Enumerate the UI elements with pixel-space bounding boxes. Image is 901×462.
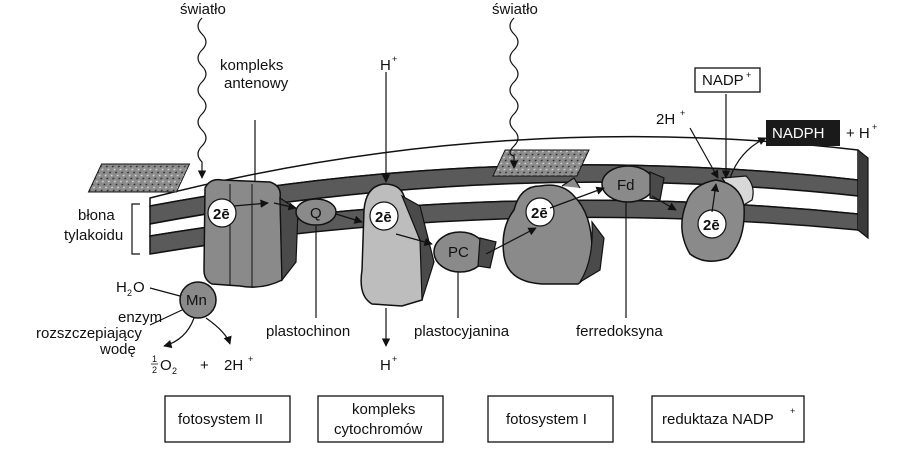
box-nadp-reductase-label: reduktaza NADP [662,411,774,428]
ferredoxin-fd: Fd [601,165,665,203]
proton-top-sup: + [392,54,397,64]
two-h-top-label: 2H [656,111,675,128]
nadph-box [766,120,840,146]
nadph-plus-h-sup: + [872,122,877,132]
nadph-plus-h: + H [846,125,870,142]
nadp-box [694,67,761,93]
cytochrome-complex: 2ē [360,183,435,307]
box-nadp-reductase [651,395,805,443]
plastoquinone-q: Q [295,198,337,226]
nadp-sup: + [746,70,751,80]
ferredoxin-label: ferredoksyna [576,323,663,340]
box-cytochrome-label-2: cytochromów [334,421,423,438]
nadp-reductase-complex: 2ē [681,175,754,262]
pc-label: PC [448,244,469,261]
arrows [131,72,767,349]
two-e-label-cyt: 2ē [375,209,392,226]
water-h-label: H [116,279,127,296]
box-photosystem-2-label: fotosystem II [178,411,263,428]
light-label-right: światło [492,1,538,18]
two-e-label-ps1: 2ē [531,205,548,222]
fd-label: Fd [617,177,635,194]
oxygen-label: O [160,357,172,374]
q-label: Q [310,205,322,222]
proton-top-label: H [380,57,391,74]
water-o-label: O [133,279,145,296]
plus-label: + [200,357,209,374]
enzyme-label-1: enzym [118,309,162,326]
two-h-top-sup: + [680,108,685,118]
two-h-bottom-sup: + [248,354,253,364]
antenna-label-1: kompleks [220,57,283,74]
oxygen-sub: 2 [172,366,177,376]
manganese-cluster: Mn [179,281,217,319]
antenna-label-2: antenowy [224,75,289,92]
nadph-label: NADPH [772,125,825,142]
box-cytochrome [317,395,444,443]
box-photosystem-2 [164,395,291,443]
plastocyanin-label: plastocyjanina [414,323,510,340]
proton-bottom-sup: + [392,354,397,364]
two-e-label-ps2: 2ē [213,206,230,223]
box-photosystem-1-label: fotosystem I [506,411,587,428]
water-sub-label: 2 [127,288,132,298]
light-label-left: światło [180,1,226,18]
light-wave-left [197,17,207,179]
enzyme-label-2: rozszczepiający [36,325,142,342]
box-nadp-reductase-sup: + [790,406,795,416]
box-cytochrome-label-1: kompleks [352,401,415,418]
two-e-label-nadp: 2ē [703,217,720,234]
proton-bottom-label: H [380,357,391,374]
two-h-bottom-label: 2H [224,357,243,374]
membrane-label-1: błona [78,207,115,224]
photosystem-1-complex: 2ē [492,149,605,285]
component-boxes: fotosystem II kompleks cytochromów fotos… [164,395,805,443]
mn-label: Mn [186,292,207,309]
oxygen-half-den: 2 [152,365,157,375]
plastoquinone-label: plastochinon [266,323,350,340]
oxygen-half-num: 1 [152,354,157,364]
enzyme-label-3: wodę [99,341,136,358]
box-photosystem-1 [487,395,614,443]
labels: światło światło kompleks antenowy H + bł… [36,1,877,376]
plastocyanin-pc: PC [433,231,497,273]
light-wave-right [509,17,519,169]
membrane-label-2: tylakoidu [64,227,123,244]
nadp-label: NADP [702,72,744,89]
